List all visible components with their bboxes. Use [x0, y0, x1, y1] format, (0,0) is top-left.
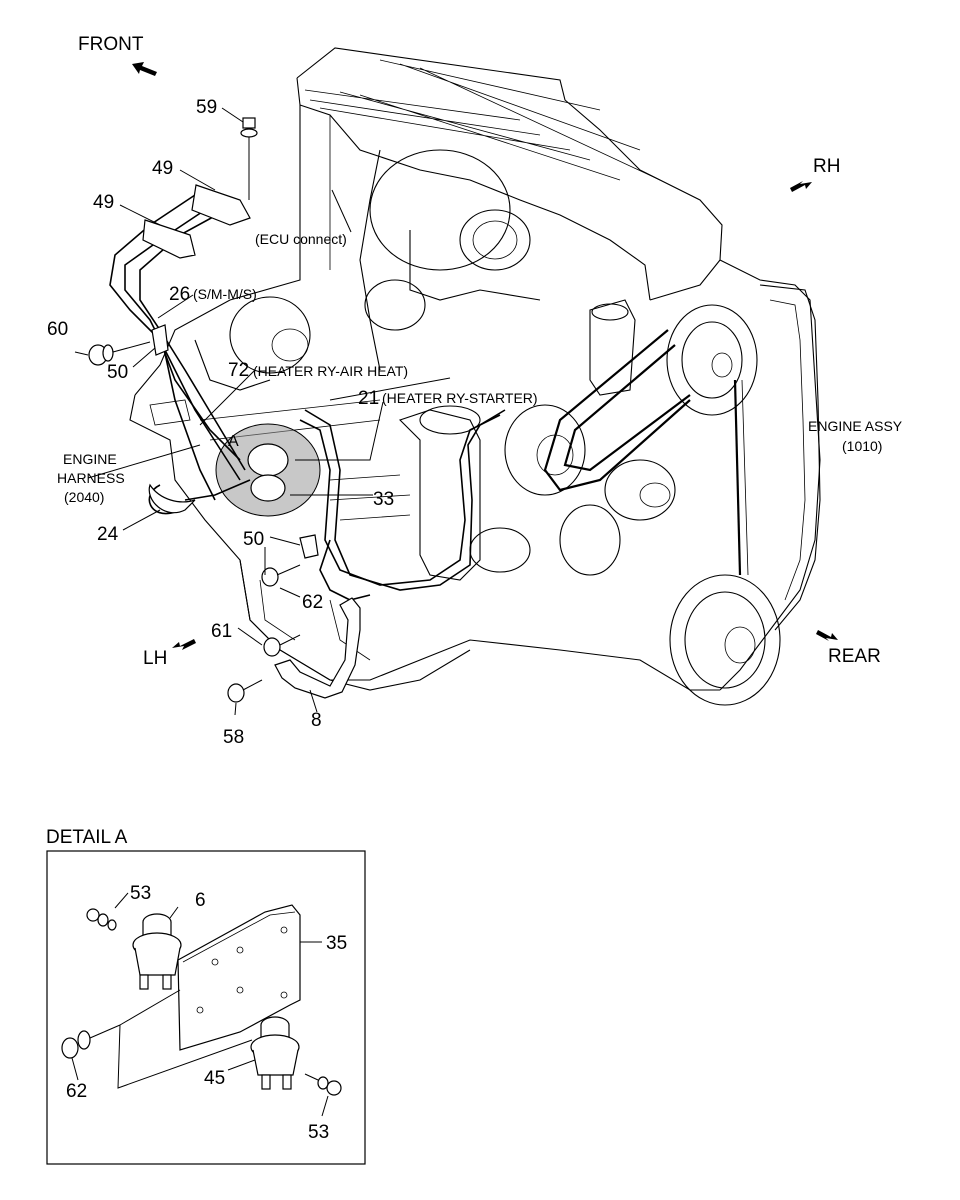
- callout-26: 26: [169, 284, 190, 305]
- detail-callout-45: 45: [204, 1068, 225, 1089]
- callout-62: 62: [302, 592, 323, 613]
- detail-callout-35: 35: [326, 933, 347, 954]
- engine-harness-code: (2040): [64, 489, 104, 505]
- front-label: FRONT: [78, 34, 144, 55]
- callout-21-note: (HEATER RY-STARTER): [382, 390, 538, 406]
- rh-label: RH: [813, 156, 840, 177]
- engine-assy-code: (1010): [842, 438, 882, 454]
- callout-72: 72: [228, 360, 249, 381]
- lh-label: LH: [143, 648, 167, 669]
- engine-harness-label-1: ENGINE: [63, 451, 117, 467]
- detail-callout-6: 6: [195, 890, 206, 911]
- rear-label: REAR: [828, 646, 881, 667]
- callout-61: 61: [211, 621, 232, 642]
- callout-60: 60: [47, 319, 68, 340]
- callout-50-upper: 50: [107, 362, 128, 383]
- detail-a-region: [215, 423, 321, 517]
- callout-24: 24: [97, 524, 119, 545]
- direction-arrows: [132, 62, 838, 650]
- labels: FRONT RH LH REAR ENGINE ASSY (1010) ENGI…: [47, 34, 903, 748]
- callout-50-lower: 50: [243, 529, 264, 550]
- callout-49-upper: 49: [152, 158, 173, 179]
- engine-harness-label-2: HARNESS: [57, 470, 125, 486]
- detail-callout-53-bottom: 53: [308, 1122, 329, 1143]
- engine-assy-label: ENGINE ASSY: [808, 418, 903, 434]
- rear-arrow-icon: [816, 630, 838, 641]
- rh-arrow-icon: [790, 181, 812, 192]
- front-arrow-icon: [132, 62, 157, 76]
- fasteners: [88, 117, 361, 703]
- lh-arrow-icon: [172, 639, 196, 650]
- callout-8: 8: [311, 710, 322, 731]
- detail-a-marker: A: [228, 433, 239, 450]
- ecu-connect-label: (ECU connect): [255, 231, 347, 247]
- callout-26-note: (S/M-M/S): [193, 286, 257, 302]
- detail-a-title: DETAIL A: [46, 827, 128, 848]
- callout-58: 58: [223, 727, 244, 748]
- callout-33: 33: [373, 489, 394, 510]
- detail-callout-53-top: 53: [130, 883, 151, 904]
- callout-59: 59: [196, 97, 217, 118]
- callout-21: 21: [358, 388, 379, 409]
- engine-illustration: [129, 47, 821, 706]
- detail-a-box: DETAIL A: [46, 827, 366, 1165]
- callout-49-lower: 49: [93, 192, 114, 213]
- callout-72-note: (HEATER RY-AIR HEAT): [253, 363, 408, 379]
- leader-lines: [74, 107, 451, 716]
- detail-callout-62: 62: [66, 1081, 87, 1102]
